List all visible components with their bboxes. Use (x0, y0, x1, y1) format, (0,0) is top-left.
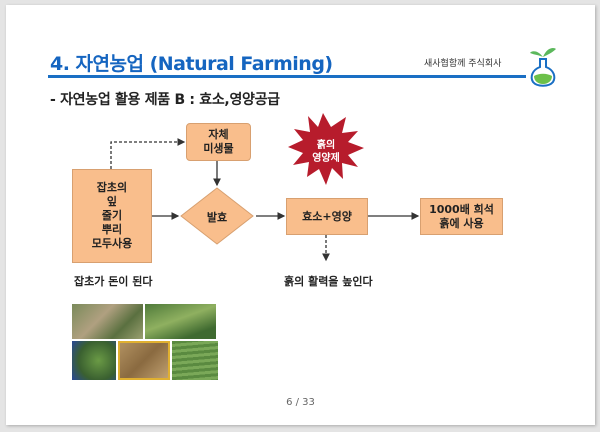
weeds-line: 모두사용 (91, 237, 133, 250)
dilution-line: 1000배 희석 (429, 202, 494, 216)
microbes-line: 자체 (208, 128, 229, 141)
basket-photo (72, 341, 116, 380)
flask-sprout-logo-icon (530, 47, 556, 87)
enzyme-nutrient-box: 효소+영양 (286, 198, 368, 235)
stems-photo (172, 341, 218, 380)
starburst-label: 흙의 영양제 (296, 139, 356, 165)
weeds-line: 뿌리 (101, 223, 123, 236)
subtitle: - 자연농업 활용 제품 B : 효소,영양공급 (50, 92, 280, 108)
weeds-photo (72, 304, 143, 339)
weeds-box: 잡초의 잎 줄기 뿌리 모두사용 (72, 169, 152, 263)
weeds-line: 잎 (106, 195, 118, 208)
starburst-line: 흙의 (316, 140, 336, 151)
ferment-label: 발효 (206, 211, 228, 224)
caption-soil-vitality: 흙의 활력을 높인다 (284, 275, 373, 288)
weeds-line: 잡초의 (96, 181, 128, 194)
dilution-line: 흙에 사용 (439, 216, 484, 230)
flow-arrows (110, 113, 420, 262)
tray-photo (118, 341, 170, 380)
weeds-line: 줄기 (101, 209, 123, 222)
page-title: 4. 자연농업 (Natural Farming) (50, 53, 333, 75)
microbes-line: 미생물 (203, 142, 234, 155)
microbes-box: 자체 미생물 (186, 123, 251, 161)
greens-photo (145, 304, 216, 339)
dilution-box: 1000배 희석 흙에 사용 (420, 198, 503, 235)
starburst-shape (288, 113, 364, 185)
caption-weeds-money: 잡초가 돈이 된다 (74, 275, 153, 288)
ferment-diamond (180, 187, 254, 245)
dashed-arrow-to-microbes (110, 138, 186, 169)
starburst-line: 영양제 (312, 153, 340, 164)
page-number: 6 / 33 (286, 397, 315, 408)
title-underline (48, 75, 526, 78)
slide: 4. 자연농업 (Natural Farming) 새사협함께 주식회사 - 자… (6, 5, 595, 425)
company-name: 새사협함께 주식회사 (424, 59, 502, 69)
